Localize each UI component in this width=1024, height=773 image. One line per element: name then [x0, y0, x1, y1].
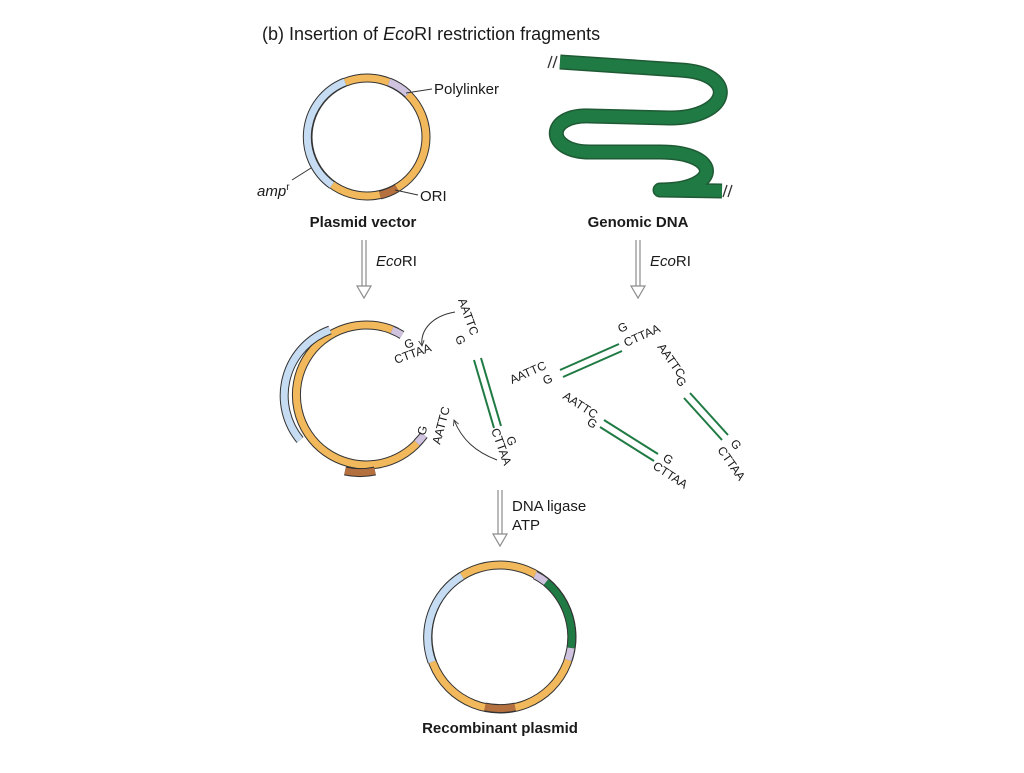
plasmid-vector-label: Plasmid vector — [310, 214, 417, 231]
atp-label: ATP — [512, 517, 540, 534]
frag4-overhang-bottom: CTTAA — [715, 444, 749, 484]
fragment-1 — [473, 357, 502, 429]
polylinker-label: Polylinker — [434, 81, 499, 98]
fragment-3 — [599, 419, 659, 462]
frag1-overhang-bottom: CTTAA — [488, 426, 514, 467]
frag1-g-top: G — [452, 333, 468, 347]
ecori-label-right: EcoRI — [650, 253, 691, 270]
genomic-dna-strand — [547, 54, 733, 199]
recombinant-plasmid — [423, 560, 577, 714]
insert-arrow-top — [422, 311, 456, 346]
plasmid-vector — [291, 73, 433, 201]
plasmid-bottom-overhang: AATTC — [429, 405, 453, 446]
frag2-overhang-left: AATTC — [508, 358, 549, 387]
ori-label: ORI — [420, 188, 447, 205]
fragment-2 — [559, 343, 623, 378]
frag2-overhang-right: CTTAA — [622, 321, 663, 349]
plasmid-bottom-g: G — [414, 424, 430, 437]
genomic-dna-label: Genomic DNA — [588, 214, 689, 231]
recombinant-plasmid-label: Recombinant plasmid — [422, 720, 578, 737]
amp-label: ampr — [257, 182, 290, 200]
insert-arrow-bottom — [454, 420, 498, 461]
ecori-label-left: EcoRI — [376, 253, 417, 270]
frag1-overhang-top: AATTC — [455, 296, 481, 337]
figure-title: (b) Insertion of EcoRI restriction fragm… — [262, 24, 600, 44]
plasmid-top-g: G — [402, 335, 416, 351]
linearized-plasmid — [279, 320, 428, 478]
ligase-label: DNA ligase — [512, 498, 586, 515]
fragment-4 — [683, 392, 729, 441]
frag1-g-bottom: G — [503, 434, 519, 448]
frag2-g-left: G — [541, 371, 555, 388]
